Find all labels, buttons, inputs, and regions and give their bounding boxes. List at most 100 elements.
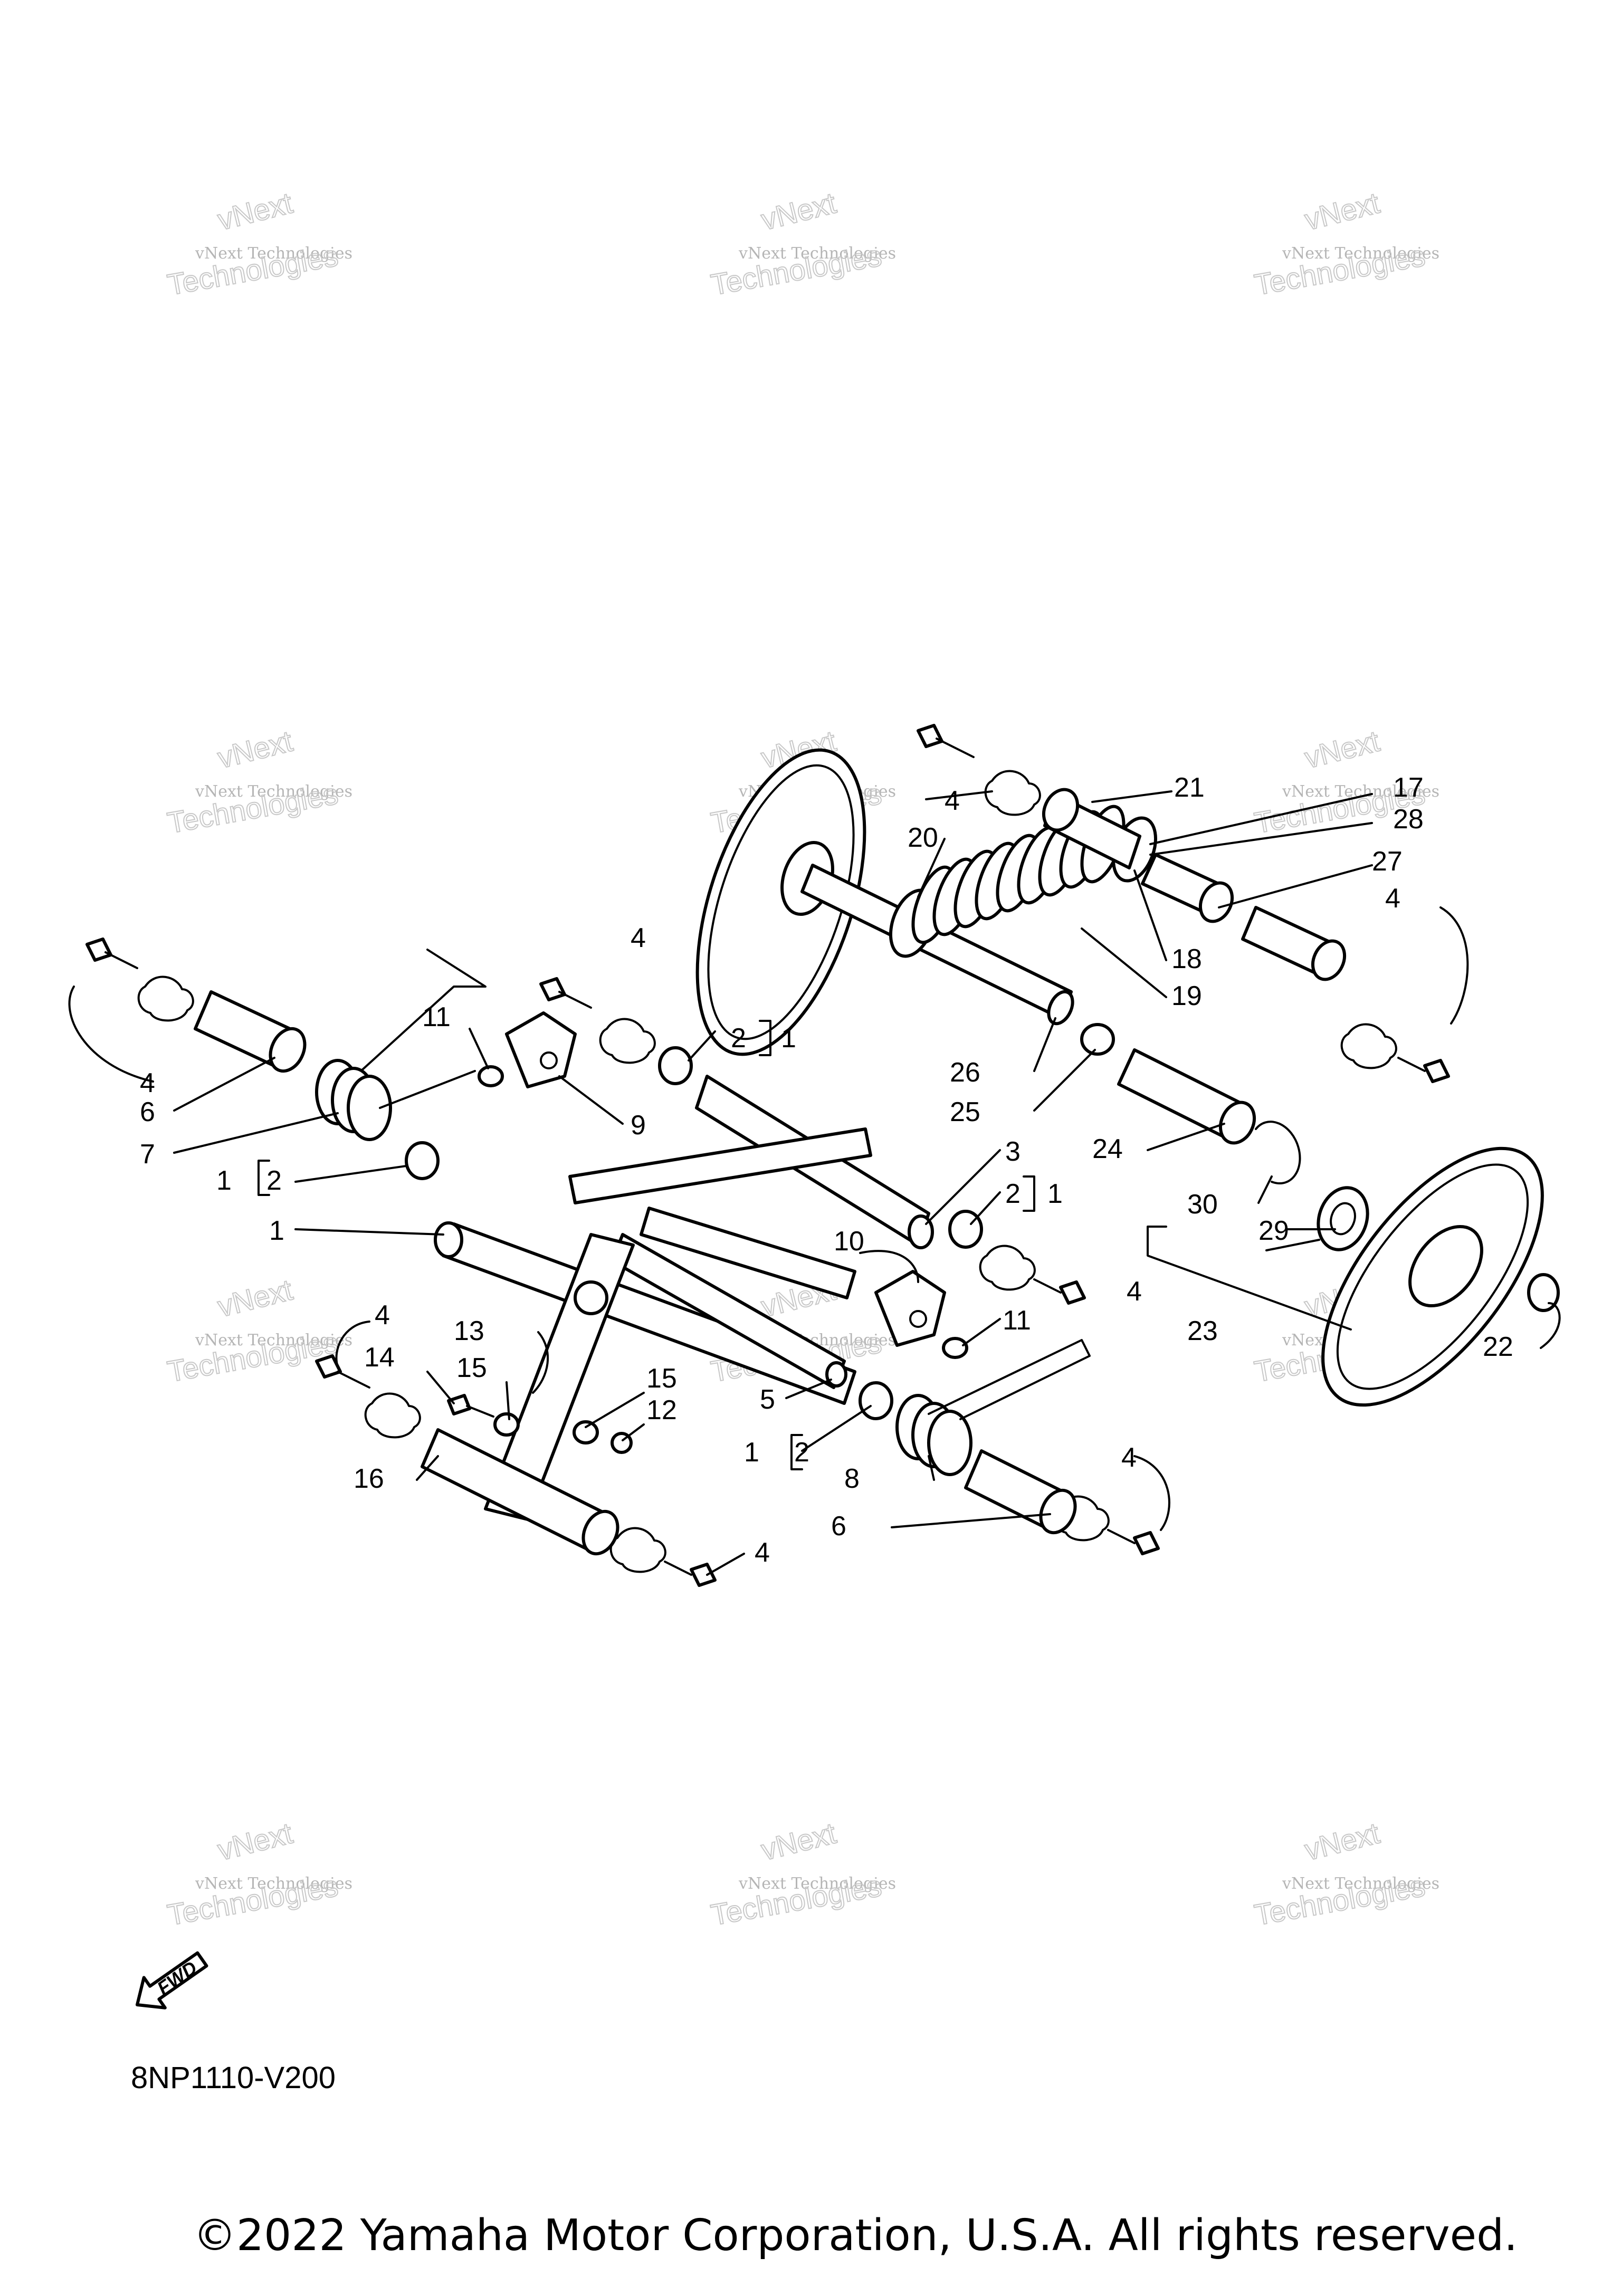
callout-22: 22: [1483, 1332, 1513, 1362]
callout-13: 13: [454, 1316, 484, 1346]
bolt-14: [447, 1394, 471, 1415]
stopper-9: [505, 1011, 577, 1088]
collar-28-end: [1198, 881, 1234, 923]
callout-27: 27: [1372, 846, 1403, 877]
callout-9: 9: [631, 1110, 646, 1141]
callout-4: 4: [140, 1068, 155, 1098]
callout-11: 11: [1003, 1305, 1031, 1336]
callout-1: 1: [781, 1023, 796, 1054]
snap-ring-22: [1527, 1273, 1560, 1312]
watermark-text: vNext: [214, 1273, 296, 1323]
bolt-4-top: [917, 724, 1041, 816]
callout-labels: 4 21 17 28 27 4 20 18 19 26 25 24 30 29 …: [140, 772, 1513, 1568]
frame-cross-tube-a: [568, 1127, 872, 1204]
bushing-2-lower: [859, 1381, 893, 1420]
callout-23: 23: [1187, 1316, 1218, 1346]
fwd-direction-arrow: FWD: [136, 1951, 208, 2010]
torsion-spring-7: [315, 949, 487, 1141]
bolt-14-shank: [466, 1405, 494, 1418]
watermark-text: vNext Technologies: [1282, 1874, 1439, 1893]
stopper-10: [874, 1270, 946, 1347]
watermark-text: vNext: [1301, 186, 1383, 236]
circlip-30: [1255, 1121, 1301, 1185]
bracket-2-1-top: [759, 1020, 771, 1056]
bushing-2-left: [405, 1141, 440, 1180]
callout-24: 24: [1092, 1134, 1123, 1164]
callout-4: 4: [945, 786, 960, 816]
callout-17: 17: [1393, 772, 1424, 803]
diagram-code: 8NP1110-V200: [131, 2061, 336, 2095]
bolt-4-left: [85, 937, 194, 1022]
idler-wheel-left: [695, 748, 866, 1056]
collar-27-end: [1311, 939, 1347, 981]
collar-21-end: [1042, 788, 1080, 832]
callout-26: 26: [950, 1057, 980, 1088]
upper-wheel-shaft-assembly: [695, 748, 1560, 1407]
circlip-11-right: [942, 1337, 968, 1359]
leader-lines: [68, 790, 1561, 1576]
collar-6-right-end: [1039, 1488, 1077, 1535]
copyright-notice: ©2022 Yamaha Motor Corporation, U.S.A. A…: [193, 2211, 1518, 2261]
callout-1: 1: [1047, 1179, 1063, 1209]
callout-4: 4: [631, 923, 646, 953]
callout-12: 12: [646, 1395, 677, 1426]
shock-arm-13-boss: [574, 1280, 608, 1315]
callout-6: 6: [140, 1097, 155, 1127]
watermark-text: vNext: [214, 186, 296, 236]
callout-15: 15: [646, 1363, 677, 1394]
watermark-text: vNext: [758, 186, 840, 236]
callout-11: 11: [422, 1002, 451, 1032]
callout-15: 15: [456, 1353, 487, 1383]
ring-25: [1080, 1023, 1115, 1056]
bolt-4-upper-right: [1340, 1023, 1450, 1083]
callout-4: 4: [375, 1300, 390, 1331]
callout-4: 4: [1385, 883, 1400, 914]
watermark-text: vNext Technologies: [738, 1874, 896, 1893]
callout-3: 3: [1005, 1136, 1021, 1167]
callout-1: 1: [744, 1437, 759, 1468]
bracket-1-2-lower: [790, 1434, 803, 1470]
callout-5: 5: [760, 1384, 775, 1415]
watermark-text: vNext: [1301, 724, 1383, 774]
bolt-4-center-right: [979, 1245, 1086, 1305]
watermark-text: vNext Technologies: [195, 782, 352, 801]
washer-15-right: [573, 1420, 599, 1444]
bolt-4-mid: [539, 977, 656, 1064]
circlip-11-left: [478, 1065, 504, 1087]
bracket-2-1-right: [1023, 1175, 1035, 1212]
callout-2: 2: [794, 1437, 809, 1468]
callout-19: 19: [1171, 981, 1202, 1011]
callout-1: 1: [216, 1165, 232, 1196]
bolt-4-lower-right: [1053, 1495, 1160, 1555]
callout-30: 30: [1187, 1189, 1218, 1220]
callout-18: 18: [1171, 944, 1202, 974]
watermark-text: vNext: [1301, 1816, 1383, 1867]
suspension-arm-frame: [194, 949, 1091, 1556]
bolt-4-lower-center: [609, 1527, 717, 1587]
callout-20: 20: [908, 822, 938, 853]
callout-2: 2: [731, 1023, 746, 1054]
idler-wheel-right-hub: [1408, 1224, 1483, 1308]
washer-15-left: [493, 1412, 520, 1437]
callout-4: 4: [755, 1537, 770, 1568]
watermark-text: vNext Technologies: [195, 1331, 352, 1350]
frame-tube-1-front-end: [434, 1221, 463, 1258]
collar-16-end: [581, 1509, 619, 1556]
watermark-text: vNext Technologies: [195, 1874, 352, 1893]
idler-wheel-right-rim: [1336, 1163, 1529, 1390]
idler-wheel-left-rim: [707, 764, 855, 1040]
callout-21: 21: [1174, 772, 1205, 803]
callout-1: 1: [269, 1216, 284, 1246]
callout-25: 25: [950, 1097, 980, 1127]
callout-7: 7: [140, 1139, 155, 1170]
bracket-1-2-left: [258, 1160, 270, 1196]
watermark-text: vNext Technologies: [1282, 782, 1439, 801]
bolt-4-lower-left: [315, 1354, 421, 1439]
callout-28: 28: [1393, 804, 1424, 835]
collar-6-left-end: [269, 1027, 307, 1073]
bearing-29: [1317, 1186, 1369, 1251]
watermark-text: vNext Technologies: [195, 244, 352, 263]
callout-4: 4: [1127, 1276, 1142, 1307]
callout-14: 14: [364, 1342, 395, 1373]
